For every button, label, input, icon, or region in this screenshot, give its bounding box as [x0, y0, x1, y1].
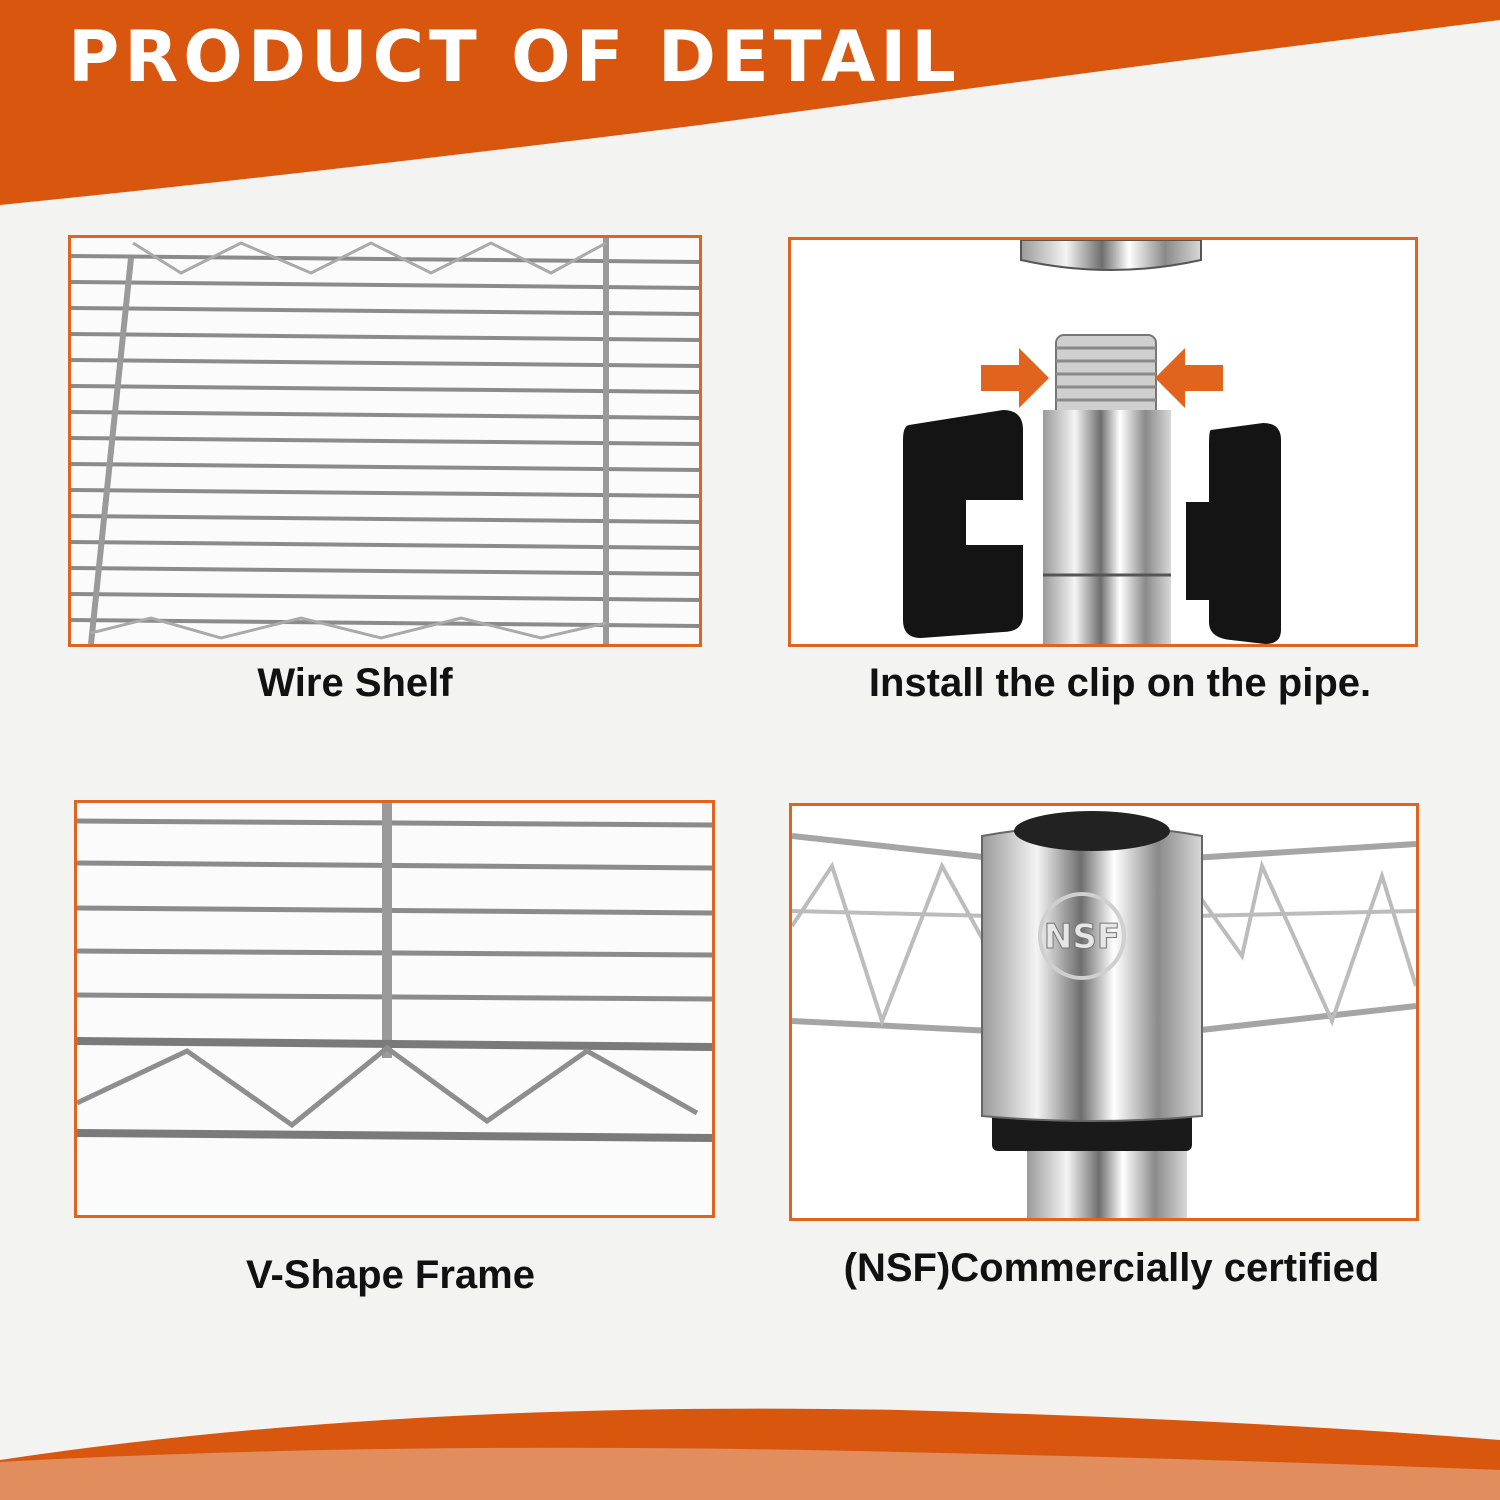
wire-shelf-illustration	[71, 238, 699, 644]
nsf-stamp: NSF	[1044, 917, 1120, 957]
wire-rod	[71, 540, 699, 550]
clip-left	[903, 410, 1023, 638]
wire-rod	[71, 514, 699, 524]
wire-rod	[71, 436, 699, 446]
wire-rod	[71, 306, 699, 316]
wire-rod	[71, 358, 699, 368]
clip-pipe-image	[788, 237, 1418, 647]
wire-rod	[71, 384, 699, 394]
caption-install-clip: Install the clip on the pipe.	[868, 661, 1372, 705]
arrow-right-icon	[981, 348, 1049, 408]
arrow-left-icon	[1155, 348, 1223, 408]
header-band	[0, 0, 1500, 205]
v-shape-frame-image	[74, 800, 715, 1218]
wire-rod	[71, 488, 699, 498]
wire-rod	[71, 566, 699, 576]
v-shape-frame-illustration	[77, 803, 712, 1215]
caption-v-shape-frame: V-Shape Frame	[245, 1253, 535, 1297]
nsf-sleeve-image: NSF	[789, 803, 1419, 1221]
wire-rod	[71, 462, 699, 472]
clip-right	[1186, 423, 1281, 644]
page-title: PRODUCT OF DETAIL	[68, 16, 961, 98]
wire-shelf-image	[68, 235, 702, 647]
caption-nsf-certified: (NSF)Commercially certified	[843, 1246, 1380, 1290]
wire-rod	[71, 280, 699, 290]
wire-rod	[71, 592, 699, 602]
footer-band	[0, 1408, 1500, 1500]
caption-wire-shelf: Wire Shelf	[257, 661, 453, 705]
nsf-sleeve-illustration: NSF	[792, 806, 1416, 1218]
wire-rod	[71, 332, 699, 342]
wire-rod	[71, 254, 699, 264]
wire-rod	[71, 410, 699, 420]
clip-pipe-illustration	[791, 240, 1415, 644]
